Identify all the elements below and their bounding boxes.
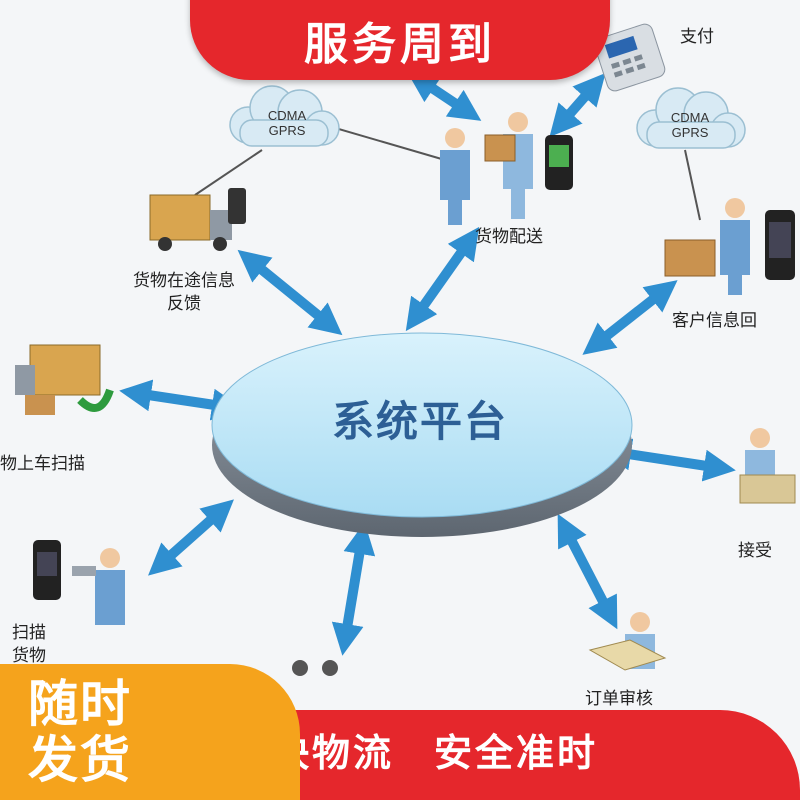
platform-label: 系统平台 bbox=[331, 397, 508, 446]
order-review-icon bbox=[588, 612, 667, 671]
delivery-people-icon bbox=[440, 112, 573, 225]
customer-feedback-icon bbox=[664, 198, 795, 295]
label-accept: 接受 bbox=[738, 541, 772, 561]
cloud-left-line2: GPRS bbox=[268, 123, 306, 138]
bottom-partial-icon bbox=[292, 660, 338, 676]
label-loading-scan: 物上车扫描 bbox=[0, 454, 85, 474]
label-customer-feedback: 客户信息回 bbox=[672, 311, 757, 331]
label-scan: 扫描 货物 bbox=[12, 622, 46, 668]
cloud-right bbox=[636, 87, 746, 149]
label-order-review: 订单审核 bbox=[585, 689, 653, 709]
top-banner-title: 服务周到 bbox=[304, 19, 496, 70]
platform-disc bbox=[211, 332, 633, 537]
cloud-left bbox=[229, 85, 340, 147]
label-delivery: 货物配送 bbox=[475, 227, 543, 247]
line-cloud-left-to-truck bbox=[194, 149, 263, 196]
cloud-left-line1: CDMA bbox=[267, 108, 307, 123]
ship-anytime-line1: 随时 bbox=[28, 675, 132, 733]
label-transit-line2: 反馈 bbox=[167, 294, 201, 314]
slogan-safe: 安全准时 bbox=[434, 731, 599, 775]
truck-icon bbox=[149, 188, 246, 251]
connection-lines bbox=[194, 124, 701, 221]
label-transit-line1: 货物在途信息 bbox=[133, 271, 235, 291]
arrows bbox=[119, 71, 736, 656]
arrow-platform-loading bbox=[119, 379, 244, 421]
arrow-payment-delivery bbox=[406, 71, 482, 121]
arrow-platform-transit bbox=[237, 249, 343, 336]
loading-truck-icon bbox=[15, 344, 114, 415]
orange-tab bbox=[0, 664, 300, 800]
line-cloud-right-to-package bbox=[684, 149, 701, 221]
bottom-slogan: 特快物流安全准时 bbox=[230, 722, 790, 782]
accept-icon bbox=[739, 428, 796, 504]
arrow-platform-bottom bbox=[331, 522, 376, 656]
arrow-platform-delivery bbox=[405, 226, 480, 332]
ship-anytime-line2: 发货 bbox=[28, 731, 132, 789]
cloud-right-line2: GPRS bbox=[671, 125, 709, 140]
cloud-right-text: CDMA GPRS bbox=[655, 110, 725, 140]
line-cloud-left-to-delivery bbox=[324, 124, 446, 161]
cloud-right-line1: CDMA bbox=[670, 110, 710, 125]
arrow-platform-customer bbox=[582, 280, 678, 355]
scan-worker-icon bbox=[33, 540, 125, 625]
payment-terminal-icon bbox=[594, 23, 666, 92]
arrow-platform-scan bbox=[148, 499, 234, 576]
cloud-left-text: CDMA GPRS bbox=[252, 108, 322, 138]
label-payment: 支付 bbox=[680, 27, 714, 47]
label-scan-line1: 扫描 bbox=[12, 623, 46, 643]
label-scan-line2: 货物 bbox=[12, 646, 46, 666]
label-transit: 货物在途信息 反馈 bbox=[118, 270, 250, 316]
arrow-platform-order bbox=[557, 513, 618, 630]
arrow-payment-customer bbox=[549, 72, 606, 138]
arrow-platform-accept bbox=[599, 438, 736, 482]
top-banner bbox=[190, 0, 610, 80]
